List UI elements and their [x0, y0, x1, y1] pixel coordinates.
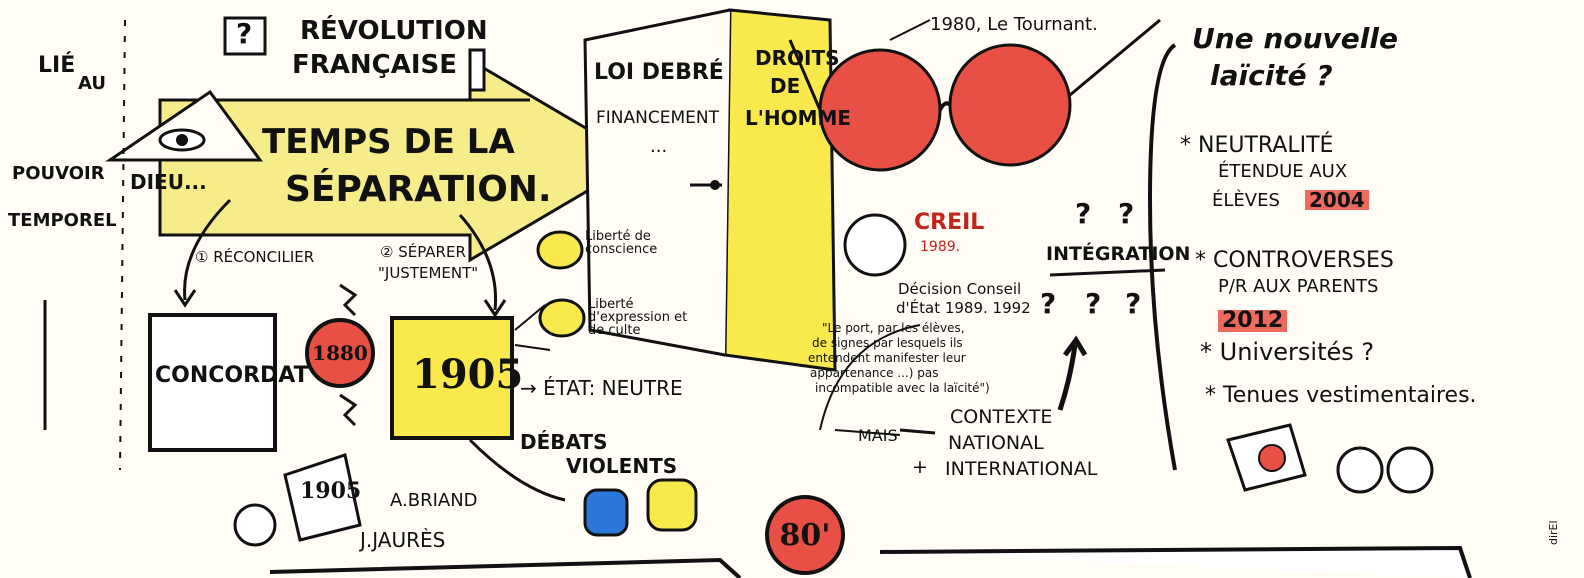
quote-line4: appartenance ...) pas: [810, 366, 939, 380]
item2-line2: P/R AUX PARENTS: [1218, 276, 1379, 297]
item1-line2: ÉTENDUE AUX: [1218, 161, 1348, 182]
temporel-label: TEMPOREL: [8, 210, 117, 231]
right-title-line1: Une nouvelle: [1192, 22, 1398, 55]
contexte-plus: +: [912, 456, 928, 478]
integration-q5: ?: [1125, 287, 1142, 320]
integration-q4: ?: [1085, 287, 1102, 320]
revolution-label: RÉVOLUTION: [300, 16, 488, 46]
droits-line2: DE: [770, 74, 801, 98]
blue-head: [583, 488, 629, 537]
step-reconcilier: ① RÉCONCILIER: [195, 248, 315, 266]
liberte-conscience: Liberté de conscience: [585, 229, 658, 257]
decision-line1: Décision Conseil: [898, 280, 1022, 298]
financement-label: FINANCEMENT: [596, 108, 719, 128]
item1-year: 2004: [1305, 190, 1369, 210]
liberte-expression: Liberté d'expression et de culte: [588, 297, 688, 338]
integration-label: INTÉGRATION: [1046, 243, 1191, 265]
box-1905-bg: [390, 316, 514, 440]
creil-face: [843, 213, 907, 277]
year-1905-label: 1905: [412, 351, 524, 398]
item1-line3: ÉLÈVES: [1212, 190, 1280, 211]
financement-dots: ...: [650, 136, 668, 157]
decision-line2: d'État 1989. 1992: [896, 299, 1031, 317]
etat-neutre: → ÉTAT: NEUTRE: [520, 376, 683, 400]
item1-line1: * NEUTRALITÉ: [1180, 133, 1334, 158]
debats-label: DÉBATS: [520, 430, 608, 454]
lie-label: LIÉ: [38, 53, 76, 78]
badge-1880: 1880: [305, 318, 375, 388]
arrow-line1: TEMPS DE LA: [262, 122, 515, 162]
concordat-box: [148, 313, 277, 452]
violents-label: VIOLENTS: [566, 454, 678, 478]
francaise-label: FRANÇAISE: [292, 50, 458, 80]
tournant-caption: 1980, Le Tournant.: [930, 14, 1098, 35]
mais-label: MAIS: [858, 426, 898, 445]
question-box-label: ?: [236, 17, 253, 50]
jaures-label: J.JAURÈS: [360, 528, 446, 552]
right-title-line2: laïcité ?: [1210, 59, 1333, 92]
quote-line2: de signes par lesquels ils: [812, 336, 963, 350]
quote-line3: entendent manifester leur: [808, 351, 966, 365]
pouvoir-label: POUVOIR: [12, 163, 105, 184]
au-label: AU: [78, 73, 106, 94]
item4: * Tenues vestimentaires.: [1205, 383, 1477, 408]
yellow-head: [646, 478, 698, 532]
arrow-line2: SÉPARATION.: [285, 169, 552, 210]
item3: * Universités ?: [1200, 338, 1375, 366]
concordat-label: CONCORDAT: [155, 363, 309, 388]
creil-year: 1989.: [920, 239, 961, 255]
contexte-line2: NATIONAL: [948, 432, 1044, 454]
item2-line1: * CONTROVERSES: [1195, 248, 1394, 273]
item2-year: 2012: [1218, 310, 1288, 332]
droits-line3: L'HOMME: [745, 106, 852, 130]
integration-q2: ?: [1118, 197, 1135, 230]
loi-debre-label: LOI DEBRÉ: [594, 60, 724, 85]
badge-80: 80': [765, 495, 845, 575]
quote-line5: incompatible avec la laïcité"): [815, 381, 990, 395]
separation-arrow: [158, 57, 643, 263]
step-separer: ② SÉPARER: [380, 243, 466, 261]
integration-q1: ?: [1075, 197, 1092, 230]
creil-label: CREIL: [914, 210, 985, 235]
droits-book: [723, 8, 837, 372]
glasses-right-lens: [948, 43, 1072, 167]
eye-triangle: [105, 89, 263, 162]
quote-line1: "Le port, par les élèves,: [822, 321, 965, 335]
contexte-line1: CONTEXTE: [950, 406, 1053, 428]
droits-line1: DROITS: [755, 46, 840, 70]
step-justement: "JUSTEMENT": [378, 264, 479, 282]
briand-label: A.BRIAND: [390, 490, 478, 511]
credit-signature: dirEl: [1547, 520, 1560, 545]
dieu-label: DIEU...: [130, 170, 207, 194]
contexte-line3: INTERNATIONAL: [945, 458, 1098, 480]
sign-1905-label: 1905: [300, 478, 362, 504]
integration-q3: ?: [1040, 287, 1057, 320]
